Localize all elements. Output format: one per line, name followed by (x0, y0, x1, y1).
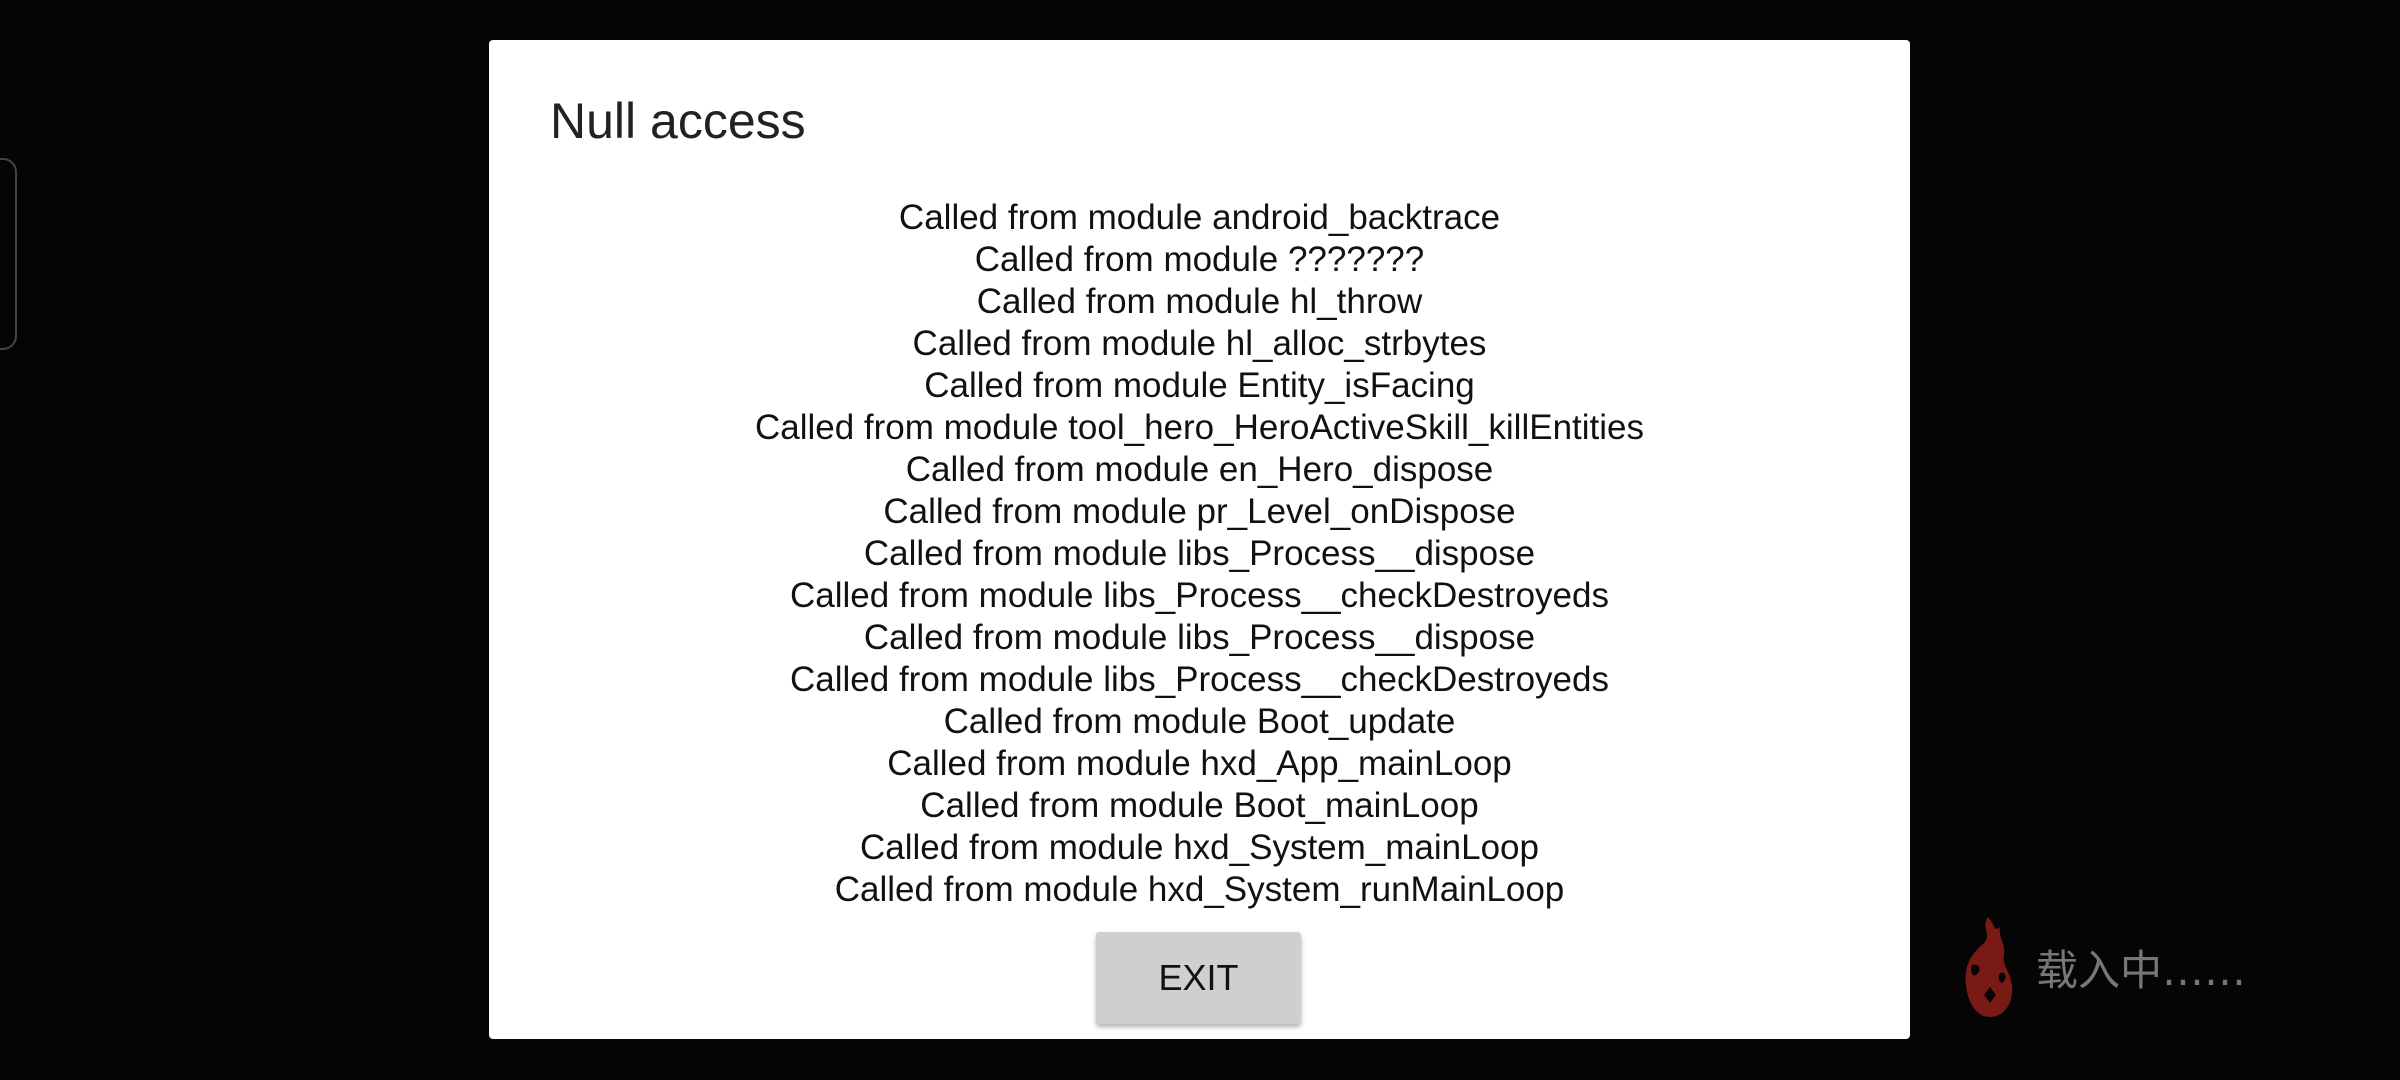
exit-button[interactable]: EXIT (1096, 932, 1301, 1024)
stack-trace-line: Called from module hxd_System_runMainLoo… (834, 870, 1565, 909)
loading-text: 载入中…… (2036, 945, 2247, 995)
stack-trace-line: Called from module hxd_App_mainLoop (887, 744, 1512, 783)
flame-icon (1965, 917, 2013, 1017)
stack-trace-line: Called from module libs_Process__dispose (863, 534, 1536, 573)
stack-trace-line: Called from module hxd_System_mainLoop (860, 828, 1539, 867)
stack-trace-line: Called from module Entity_isFacing (924, 366, 1475, 405)
dialog-title: Null access (550, 93, 806, 149)
stack-trace-line: Called from module android_backtrace (898, 198, 1501, 237)
stack-trace-line: Called from module hl_throw (976, 282, 1423, 321)
stack-trace-line: Called from module libs_Process__checkDe… (790, 576, 1609, 615)
stack-trace-line: Called from module tool_hero_HeroActiveS… (754, 408, 1644, 447)
stack-trace-line: Called from module Boot_update (943, 702, 1456, 741)
stack-trace-line: Called from module ??????? (974, 240, 1425, 279)
stack-trace-line: Called from module Boot_mainLoop (920, 786, 1479, 825)
stack-trace-line: Called from module pr_Level_onDispose (883, 492, 1516, 531)
stack-trace-line: Called from module libs_Process__dispose (863, 618, 1536, 657)
stack-trace-line: Called from module en_Hero_dispose (905, 450, 1494, 489)
edge-panel-handle[interactable] (0, 158, 17, 350)
stack-trace-line: Called from module libs_Process__checkDe… (790, 660, 1609, 699)
error-dialog: Null access Called from module android_b… (489, 40, 1910, 1039)
loading-indicator: 载入中…… (1960, 915, 2246, 1019)
stack-trace-line: Called from module hl_alloc_strbytes (912, 324, 1487, 363)
